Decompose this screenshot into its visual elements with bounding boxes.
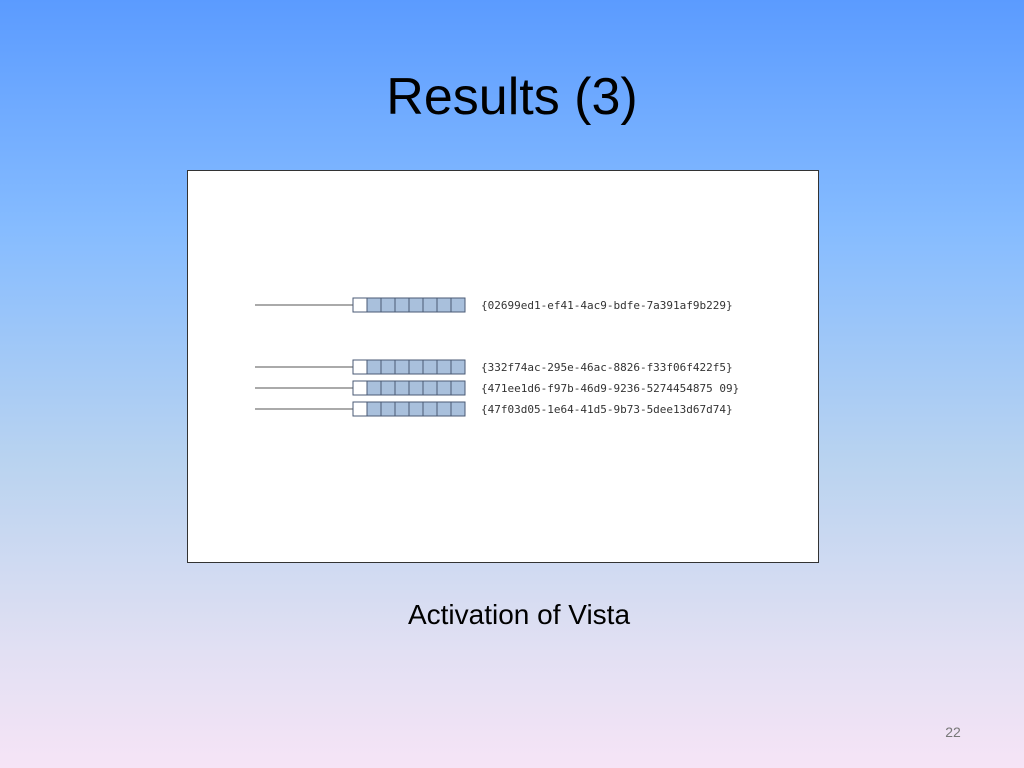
node-marker-cell xyxy=(352,380,368,396)
diagram-figure: {02699ed1-ef41-4ac9-bdfe-7a391af9b229} {3… xyxy=(187,170,819,563)
guid-tree-diagram: {02699ed1-ef41-4ac9-bdfe-7a391af9b229} {3… xyxy=(255,297,739,417)
node-cell xyxy=(436,297,452,313)
slide-number: 22 xyxy=(945,724,961,740)
node-cell xyxy=(366,297,382,313)
node-cell xyxy=(408,380,424,396)
node-cell xyxy=(422,359,438,375)
slide-title: Results (3) xyxy=(386,68,638,126)
node-cell xyxy=(422,380,438,396)
guid-label: {471ee1d6-f97b-46d9-9236-5274454875 09} xyxy=(481,382,739,395)
guid-label: {332f74ac-295e-46ac-8826-f33f06f422f5} xyxy=(481,361,733,374)
node-cell xyxy=(380,359,396,375)
node-cell xyxy=(394,401,410,417)
node-marker-cell xyxy=(352,297,368,313)
guid-row: {471ee1d6-f97b-46d9-9236-5274454875 09} xyxy=(255,380,739,396)
node-cell xyxy=(450,297,466,313)
guid-row: {332f74ac-295e-46ac-8826-f33f06f422f5} xyxy=(255,359,733,375)
node-cell xyxy=(408,359,424,375)
node-cell xyxy=(408,297,424,313)
node-cell xyxy=(436,359,452,375)
node-cell xyxy=(436,401,452,417)
node-marker-cell xyxy=(352,359,368,375)
figure-caption: Activation of Vista xyxy=(407,599,631,630)
node-cell xyxy=(394,359,410,375)
guid-row: {02699ed1-ef41-4ac9-bdfe-7a391af9b229} xyxy=(255,297,733,313)
guid-row: {47f03d05-1e64-41d5-9b73-5dee13d67d74} xyxy=(255,401,733,417)
node-cell xyxy=(366,401,382,417)
node-cell xyxy=(366,380,382,396)
node-cell xyxy=(366,359,382,375)
guid-label: {02699ed1-ef41-4ac9-bdfe-7a391af9b229} xyxy=(481,299,733,312)
node-cell xyxy=(450,380,466,396)
node-cell xyxy=(380,380,396,396)
node-cell xyxy=(394,297,410,313)
node-cell xyxy=(450,359,466,375)
guid-label: {47f03d05-1e64-41d5-9b73-5dee13d67d74} xyxy=(481,403,733,416)
node-cell xyxy=(380,297,396,313)
node-cell xyxy=(394,380,410,396)
node-marker-cell xyxy=(352,401,368,417)
node-cell xyxy=(450,401,466,417)
node-cell xyxy=(408,401,424,417)
node-cell xyxy=(436,380,452,396)
node-cell xyxy=(422,297,438,313)
node-cell xyxy=(422,401,438,417)
node-cell xyxy=(380,401,396,417)
